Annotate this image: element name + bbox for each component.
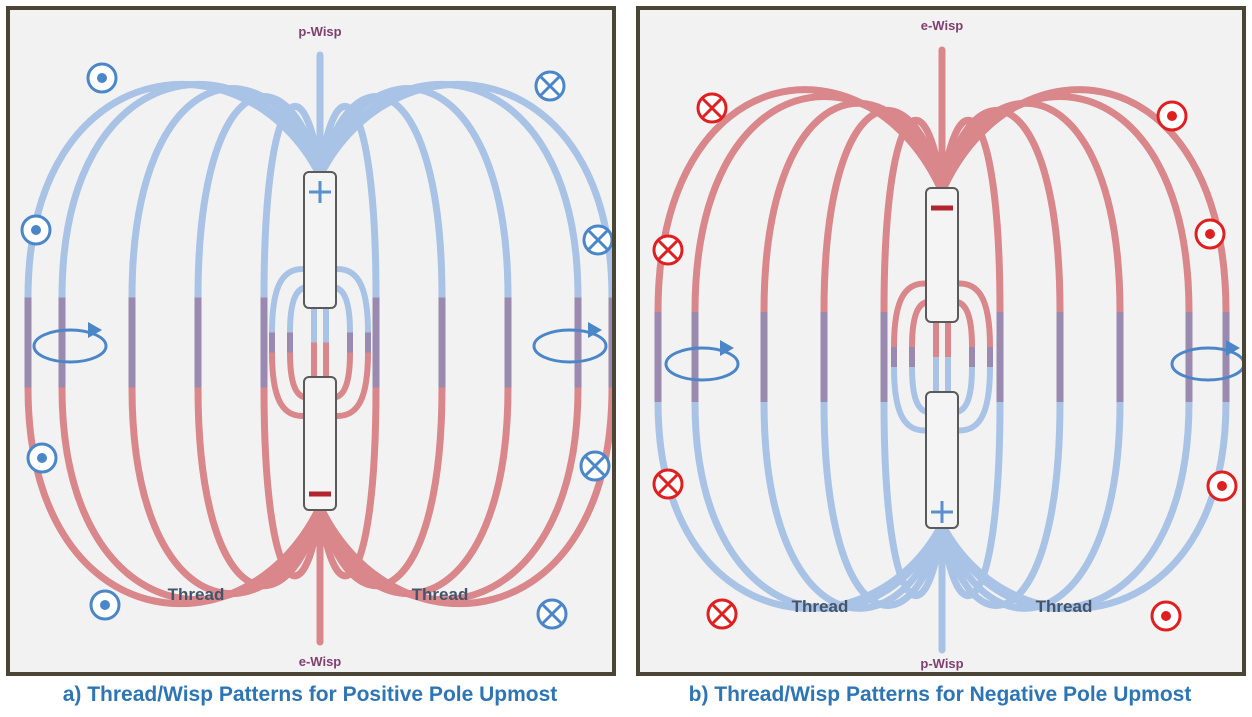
thread-label-left: Thread [168,585,225,604]
field-line-lower-right-4 [316,384,582,604]
rotation-arrow-right-icon [1170,340,1242,382]
dot-out-icon-left-1-dot [97,73,107,83]
top-wisp-label: p-Wisp [298,24,341,39]
lower-pole [303,376,337,511]
field-line-upper-right-4 [316,80,582,301]
dot-out-icon-left-3-dot [37,453,47,463]
field-line-lower-right-4 [938,398,1193,612]
cross-in-icon-left-3 [652,468,684,500]
lower-pole-box [303,376,337,511]
top-wisp-label: e-Wisp [921,18,964,33]
field-line-upper-left-5 [24,80,324,301]
thread-label-right: Thread [412,585,469,604]
field-line-lower-left-3 [128,384,324,598]
dot-out-icon-right-4 [1150,600,1182,632]
field-line-upper-left-2 [820,106,946,316]
lower-pole-box [925,391,959,529]
cross-in-icon-right-1 [534,70,566,102]
field-line-lower-left-4 [58,384,324,604]
field-line-upper-left-4 [58,80,324,301]
current-symbols [20,62,612,630]
field-line-upper-right-3 [316,85,512,301]
field-line-upper-right-2 [938,106,1064,316]
field-line-lower-left-5 [654,398,946,612]
dot-out-icon-right-1 [1156,100,1188,132]
rotation-arrow-left-icon-head [88,322,102,338]
caption-negative-upmost: b) Thread/Wisp Patterns for Negative Pol… [688,683,1192,706]
cross-in-icon-right-4-cross-b [541,603,563,625]
cross-in-icon-right-3-cross-b [584,455,606,477]
pole-pair [925,187,959,529]
caption-positive-upmost: a) Thread/Wisp Patterns for Positive Pol… [62,683,558,706]
dot-out-icon-left-2-dot [31,225,41,235]
cross-in-icon-right-2-cross-b [587,229,609,251]
cross-in-icon-left-2 [652,234,684,266]
lower-pole [925,391,959,529]
field-diagram-a: p-Wisp e-Wisp Thread Thread [20,24,612,669]
upper-pole-box [925,187,959,323]
field-line-lower-left-5 [24,384,324,608]
field-line-upper-left-3 [128,85,324,301]
field-line-lower-right-3 [316,384,512,598]
dot-out-icon-left-1 [86,62,118,94]
cross-in-icon-left-1-cross-b [701,97,723,119]
diagram-panel-negative-upmost: e-Wisp p-Wisp Thread Thread [636,6,1246,676]
rotation-arrow-right-icon [532,322,608,364]
dot-out-icon-right-4-dot [1161,611,1171,621]
rotation-arrow-left-icon-head [720,340,734,356]
dot-out-icon-right-3-dot [1217,481,1227,491]
field-line-upper-left-3 [760,99,946,316]
cross-in-icon-left-1 [696,92,728,124]
cross-in-icon-right-3 [579,450,611,482]
bottom-wisp-label: e-Wisp [299,654,342,669]
rotation-arrow-left-icon-ellipse [664,346,740,382]
diagram-panel-positive-upmost: p-Wisp e-Wisp Thread Thread [6,6,616,676]
cross-in-icon-left-4 [706,598,738,630]
thread-label-left: Thread [792,597,849,616]
cross-in-icon-left-2-cross-b [657,239,679,261]
dot-out-icon-right-3 [1206,470,1238,502]
cross-in-icon-right-2 [582,224,612,256]
rotation-arrow-left-icon [664,340,740,382]
dot-out-icon-right-2-dot [1205,229,1215,239]
field-line-upper-right-5 [316,80,612,301]
dot-out-icon-left-4-dot [100,600,110,610]
rotation-arrow-left-icon [32,322,108,364]
dot-out-icon-left-4 [89,589,121,621]
rotation-arrow-right-icon-head [1226,340,1240,356]
rotation-arrow-right-icon-head [588,322,602,338]
dot-out-icon-right-2 [1194,218,1226,250]
cross-in-icon-right-4 [536,598,568,630]
field-line-lower-left-2 [194,384,324,590]
rotation-arrow-left-icon-ellipse [32,328,108,364]
upper-pole-box [303,171,337,309]
dot-out-icon-left-2 [20,214,52,246]
dot-out-icon-right-1-dot [1167,111,1177,121]
bottom-wisp-label: p-Wisp [920,656,963,671]
field-line-upper-left-4 [691,93,946,316]
field-line-lower-right-2 [316,384,446,590]
field-line-upper-right-5 [938,86,1230,316]
rotation-arrow-right-icon-ellipse [532,328,608,364]
cross-in-icon-left-4-cross-b [711,603,733,625]
thread-label-right: Thread [1036,597,1093,616]
upper-pole [303,171,337,309]
pole-pair [303,171,337,511]
field-line-lower-left-4 [691,398,946,612]
dot-out-icon-left-3 [26,442,58,474]
field-diagram-b: e-Wisp p-Wisp Thread Thread [652,18,1242,671]
rotation-arrow-right-icon-ellipse [1170,346,1242,382]
current-symbols [652,92,1238,632]
field-lines [654,46,1230,654]
cross-in-icon-right-1-cross-b [539,75,561,97]
field-line-lower-right-5 [938,398,1230,612]
field-line-upper-left-5 [654,86,946,316]
upper-pole [925,187,959,323]
field-lines [24,51,612,646]
field-line-upper-right-3 [938,99,1124,316]
field-line-upper-right-4 [938,93,1193,316]
cross-in-icon-left-3-cross-b [657,473,679,495]
